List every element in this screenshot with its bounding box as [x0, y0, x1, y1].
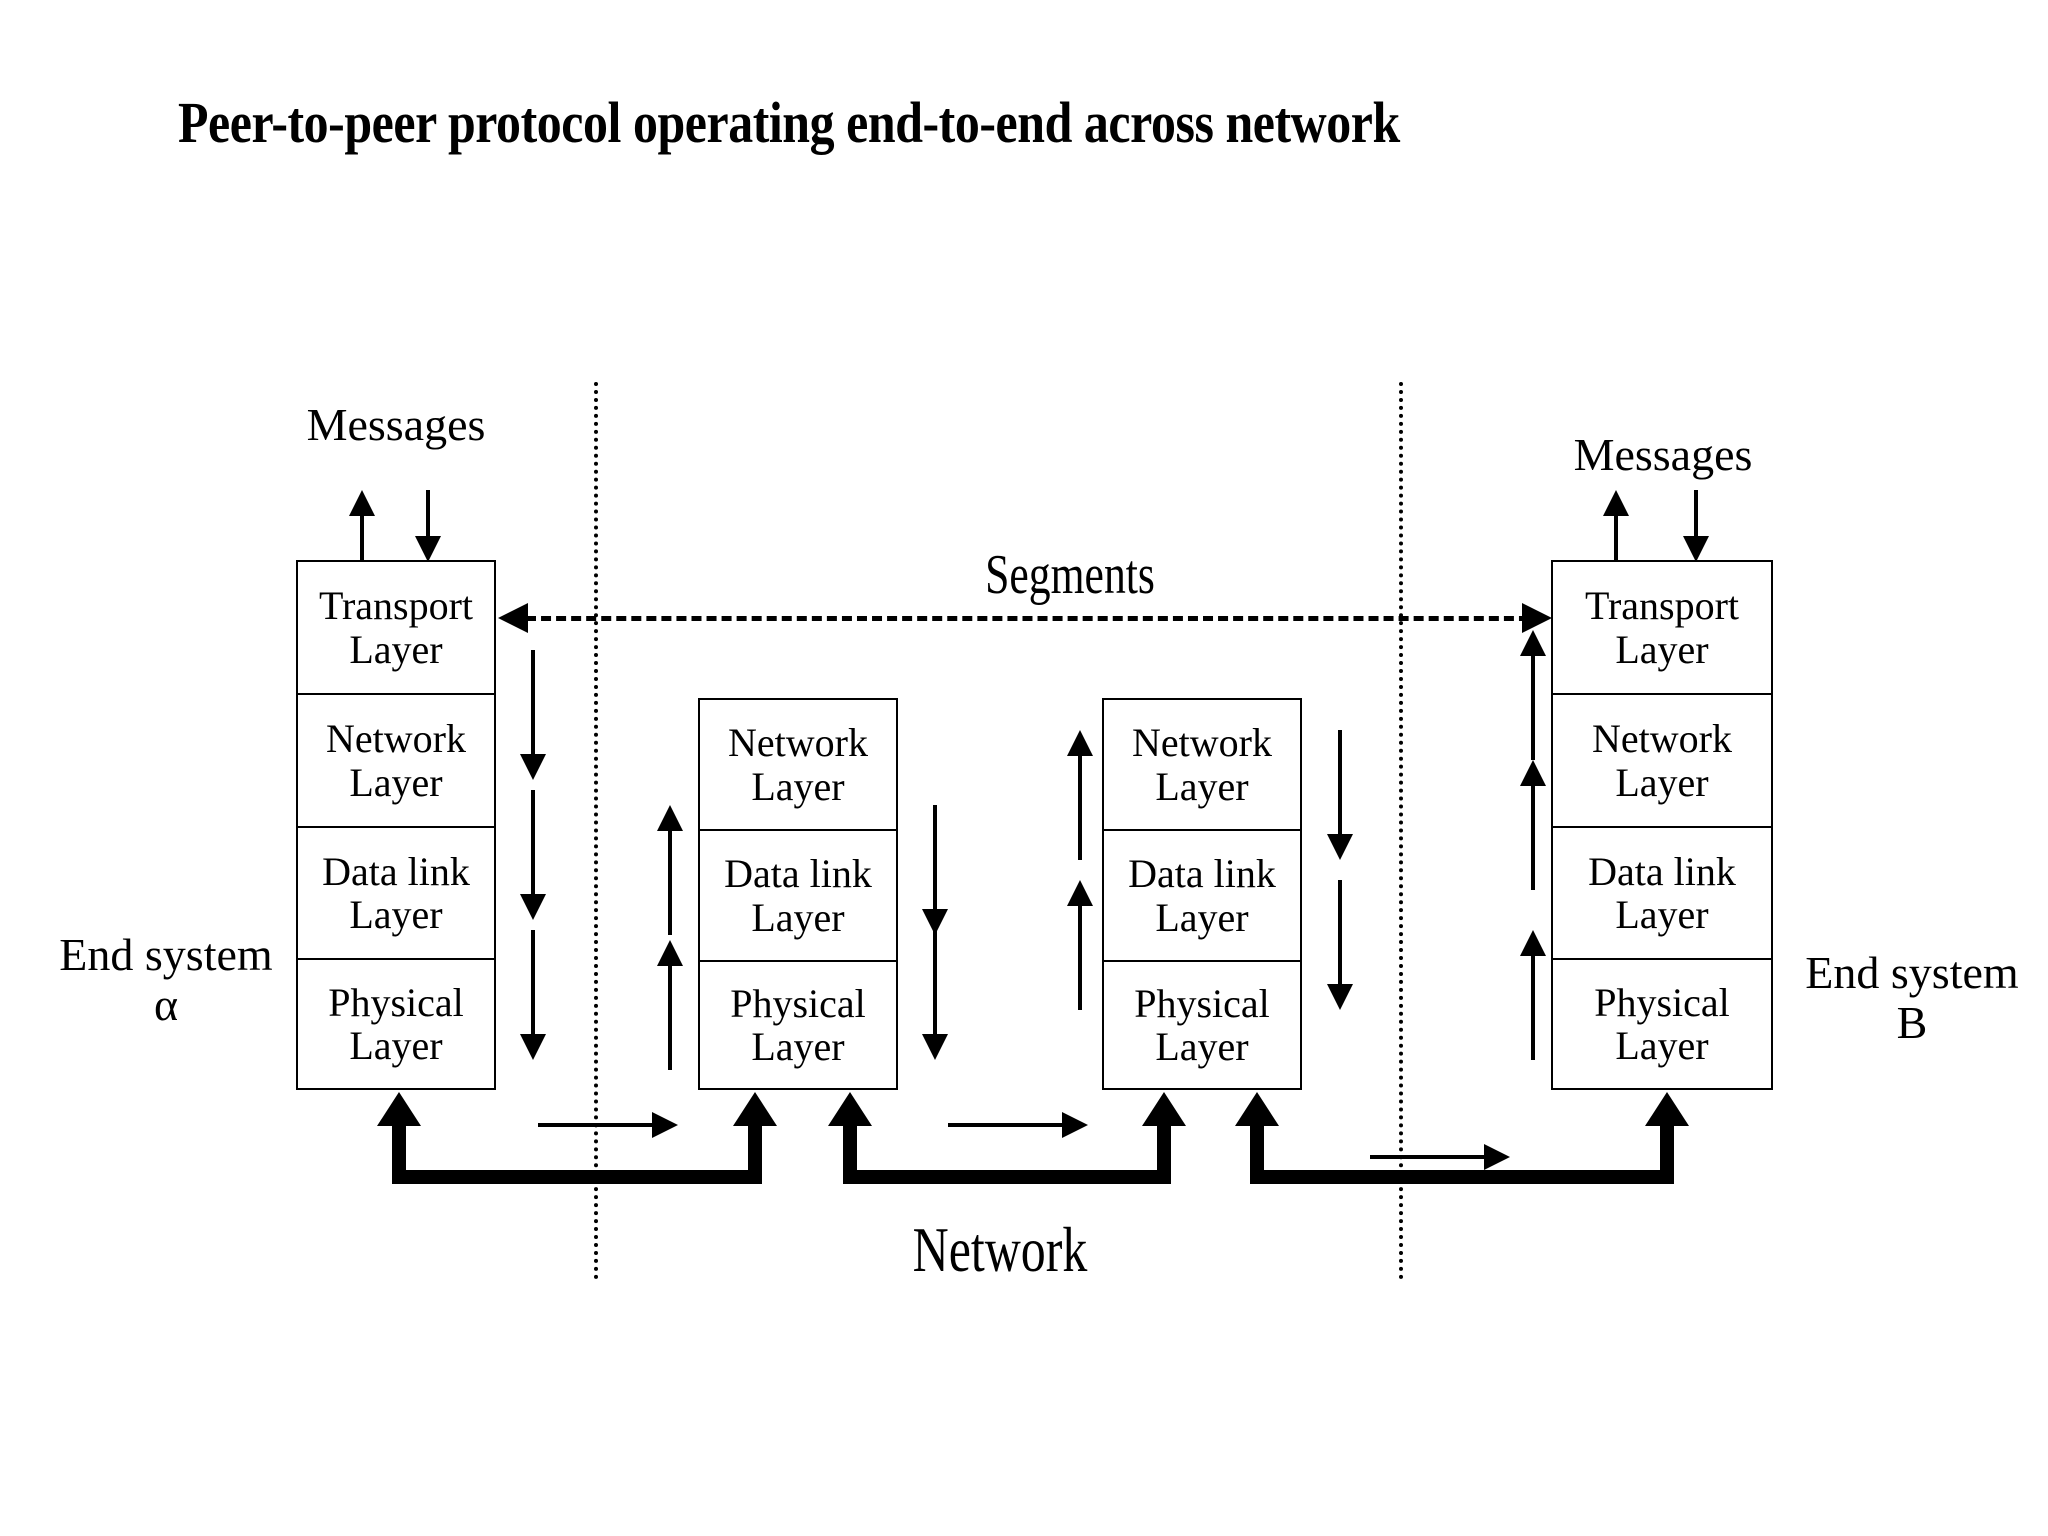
decapsulation-arrow-r1-2	[655, 940, 685, 1070]
stack-end-system-b: Transport Layer Network Layer Data link …	[1551, 560, 1773, 1090]
decapsulation-arrow-r1-1	[655, 805, 685, 935]
cable-riser-r1-in	[748, 1124, 762, 1176]
cable-riser-r1-out	[843, 1124, 857, 1184]
cable-riser-r2-in	[1157, 1124, 1171, 1176]
layer-network-a: Network Layer	[296, 693, 496, 826]
layer-datalink-r2: Data link Layer	[1102, 829, 1302, 960]
layer-datalink-r1: Data link Layer	[698, 829, 898, 960]
cable-head-r1-in	[733, 1092, 777, 1126]
messages-label-right: Messages	[1573, 429, 1753, 480]
layer-datalink-r2-label: Data link Layer	[1128, 851, 1276, 940]
layer-physical-b: Physical Layer	[1551, 958, 1773, 1090]
messages-up-arrow-left	[347, 490, 377, 562]
flow-arrow-1	[538, 1110, 678, 1140]
cable-riser-b-in	[1660, 1124, 1674, 1176]
layer-network-r2: Network Layer	[1102, 698, 1302, 829]
layer-transport-b-label: Transport Layer	[1584, 583, 1740, 672]
layer-transport-a: Transport Layer	[296, 560, 496, 693]
cable-head-r1-out	[828, 1092, 872, 1126]
layer-network-r1: Network Layer	[698, 698, 898, 829]
layer-physical-r2-label: Physical Layer	[1134, 980, 1270, 1069]
layer-network-r2-label: Network Layer	[1132, 720, 1272, 809]
decapsulation-arrow-b-2	[1518, 760, 1548, 890]
flow-arrow-2	[948, 1110, 1088, 1140]
encapsulation-arrow-r1-1	[920, 805, 950, 935]
layer-physical-r2: Physical Layer	[1102, 960, 1302, 1090]
decapsulation-arrow-r2-1	[1065, 730, 1095, 860]
layer-datalink-b-label: Data link Layer	[1588, 848, 1736, 937]
cable-head-r2-out	[1235, 1092, 1279, 1126]
end-system-label-right: End system B	[1805, 947, 2019, 1048]
messages-down-arrow-left	[413, 490, 443, 562]
stack-router-1: Network Layer Data link Layer Physical L…	[698, 698, 898, 1090]
boundary-divider-right	[1399, 382, 1403, 1280]
layer-network-b: Network Layer	[1551, 693, 1773, 826]
cable-riser-r2-out	[1250, 1124, 1264, 1184]
stack-router-2: Network Layer Data link Layer Physical L…	[1102, 698, 1302, 1090]
messages-label-left: Messages	[306, 399, 486, 450]
layer-physical-b-label: Physical Layer	[1594, 979, 1730, 1068]
page-title: Peer-to-peer protocol operating end-to-e…	[178, 90, 1400, 155]
segments-dashed-line	[526, 616, 1544, 621]
decapsulation-arrow-b-1	[1518, 630, 1548, 760]
layer-network-b-label: Network Layer	[1592, 716, 1732, 805]
layer-datalink-r1-label: Data link Layer	[724, 851, 872, 940]
boundary-divider-left	[594, 382, 598, 1280]
segments-arrow-head-right	[1522, 603, 1552, 633]
encapsulation-arrow-r2-1	[1325, 730, 1355, 860]
cable-run-3	[1250, 1170, 1674, 1184]
layer-transport-a-label: Transport Layer	[318, 583, 474, 672]
layer-network-a-label: Network Layer	[326, 716, 466, 805]
cable-head-r2-in	[1142, 1092, 1186, 1126]
encapsulation-arrow-a-3	[518, 930, 548, 1060]
cable-run-1	[392, 1170, 762, 1184]
decapsulation-arrow-b-3	[1518, 930, 1548, 1060]
cable-head-a-out	[377, 1092, 421, 1126]
segments-arrow-head-left	[498, 603, 528, 633]
layer-transport-b: Transport Layer	[1551, 560, 1773, 693]
cable-head-b-in	[1645, 1092, 1689, 1126]
encapsulation-arrow-a-1	[518, 650, 548, 780]
layer-network-r1-label: Network Layer	[728, 720, 868, 809]
flow-arrow-3	[1370, 1142, 1510, 1172]
stack-end-system-a: Transport Layer Network Layer Data link …	[296, 560, 496, 1090]
layer-physical-a: Physical Layer	[296, 958, 496, 1090]
messages-down-arrow-right	[1681, 490, 1711, 562]
cable-run-2	[843, 1170, 1171, 1184]
encapsulation-arrow-a-2	[518, 790, 548, 920]
layer-physical-a-label: Physical Layer	[328, 979, 464, 1068]
messages-up-arrow-right	[1601, 490, 1631, 562]
segments-label: Segments	[985, 544, 1155, 606]
layer-datalink-a-label: Data link Layer	[322, 848, 470, 937]
layer-physical-r1: Physical Layer	[698, 960, 898, 1090]
network-label: Network	[912, 1214, 1088, 1285]
encapsulation-arrow-r1-2	[920, 930, 950, 1060]
layer-datalink-a: Data link Layer	[296, 826, 496, 958]
cable-riser-a-out	[392, 1124, 406, 1184]
layer-datalink-b: Data link Layer	[1551, 826, 1773, 958]
encapsulation-arrow-r2-2	[1325, 880, 1355, 1010]
layer-physical-r1-label: Physical Layer	[730, 980, 866, 1069]
decapsulation-arrow-r2-2	[1065, 880, 1095, 1010]
end-system-label-left: End system α	[59, 929, 273, 1030]
